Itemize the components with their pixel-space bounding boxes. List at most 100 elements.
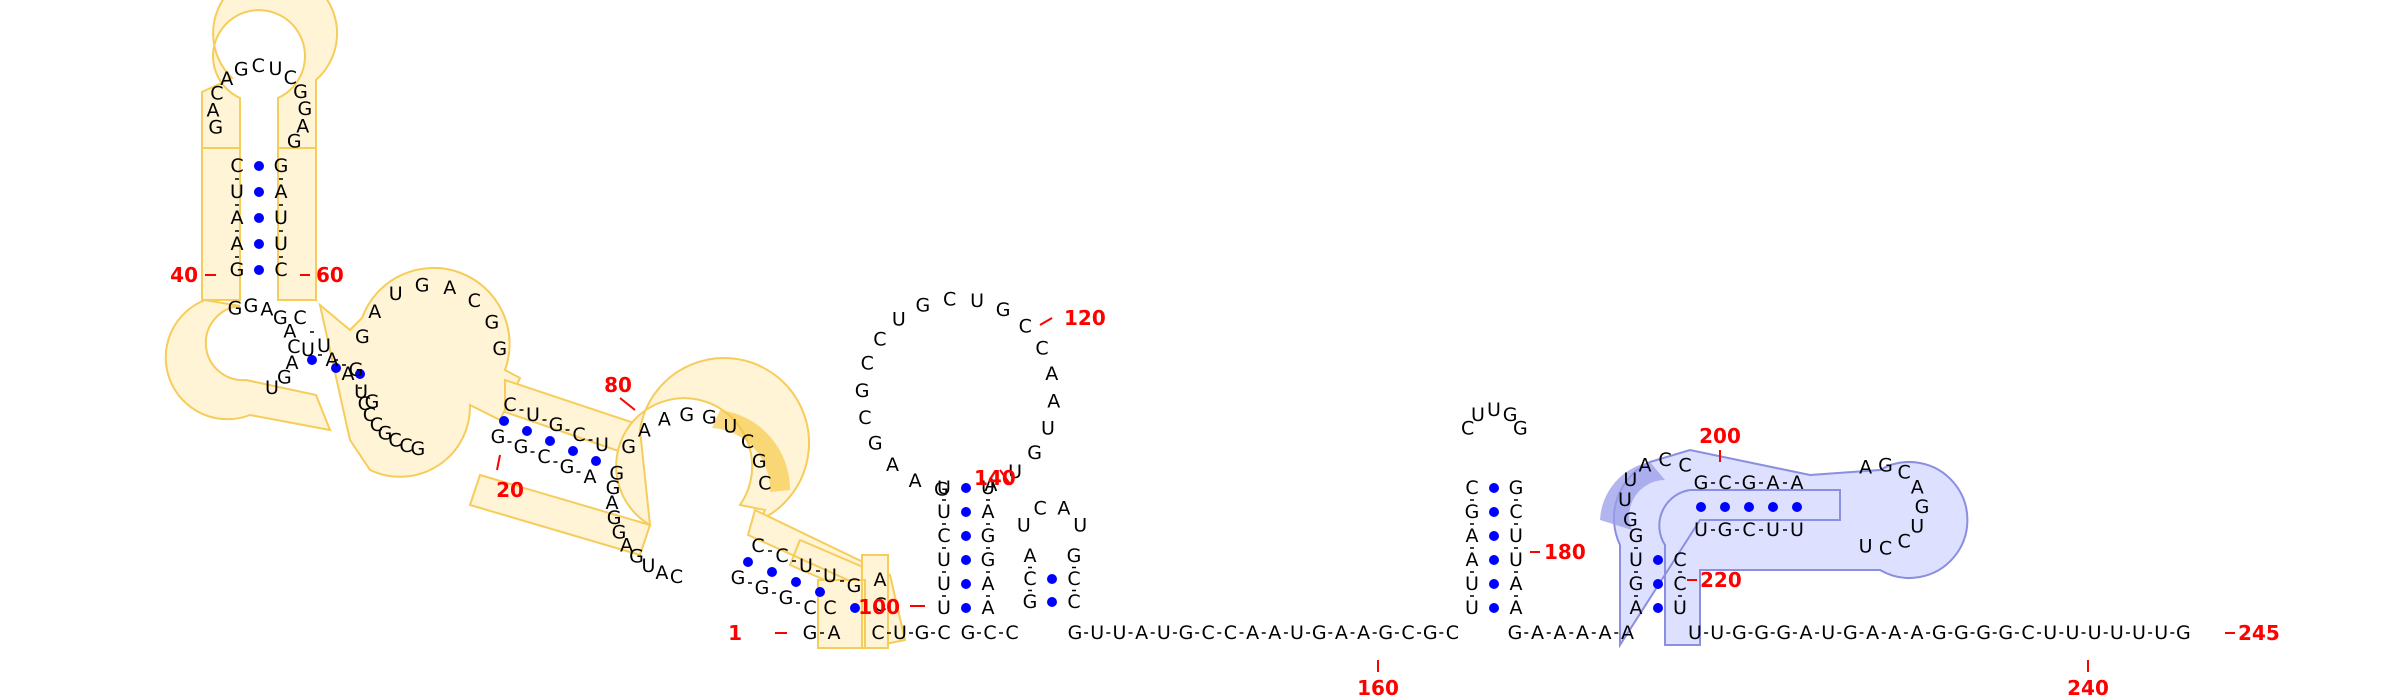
base-pair-dot	[1744, 502, 1754, 512]
nucleotide-stem: C	[1673, 549, 1686, 571]
nucleotide-stem: U	[301, 339, 315, 361]
nucleotide-loop: A	[285, 352, 298, 374]
nucleotide-stem: G	[981, 525, 996, 547]
yellow-interior-loop-outline	[318, 266, 522, 478]
nucleotide-stem: G	[349, 359, 364, 381]
base-pair-dot	[307, 355, 317, 365]
nucleotide-stem: C	[230, 155, 243, 177]
nucleotide-loop: A	[620, 534, 633, 556]
nucleotide-loop: U	[1487, 399, 1501, 421]
nucleotide-loop: A	[638, 419, 651, 441]
nucleotide-backbone: U	[893, 622, 907, 644]
nucleotide-stem: A	[1630, 597, 1643, 619]
nucleotide-stem: U	[1766, 519, 1780, 541]
nucleotide-backbone: A	[1599, 622, 1612, 644]
base-pair-dot	[545, 436, 555, 446]
nucleotide-loop: C	[873, 328, 886, 350]
nucleotide-loop: G	[1878, 454, 1893, 476]
nucleotide-stem: U	[799, 555, 813, 577]
nucleotide-backbone: G	[1732, 622, 1747, 644]
nucleotide-loop: C	[252, 55, 265, 77]
nucleotide-stem: G	[365, 391, 380, 413]
nucleotide-loop: A	[984, 474, 997, 496]
base-pair-dot	[1653, 579, 1663, 589]
nucleotide-loop: C	[1897, 530, 1910, 552]
nucleotide-backbone: U	[2065, 622, 2079, 644]
nucleotide-backbone: A	[828, 622, 841, 644]
base-pair-dot	[961, 579, 971, 589]
base-pair-dot	[961, 483, 971, 493]
nucleotide-stem: U	[274, 233, 288, 255]
nucleotide-loop: A	[260, 298, 273, 320]
nucleotide-loop: G	[492, 338, 507, 360]
nucleotide-backbone: G	[803, 622, 818, 644]
nucleotide-backbone: G	[961, 622, 976, 644]
nucleotide-backbone: A	[1357, 622, 1370, 644]
base-pair-dot	[1047, 597, 1057, 607]
position-label: 180	[1544, 540, 1586, 564]
nucleotide-loop: U	[389, 283, 403, 305]
nucleotide-stem: A	[1024, 545, 1037, 567]
base-pair-marks	[235, 161, 2175, 634]
nucleotide-stem: G	[560, 456, 575, 478]
position-label: 245	[2238, 621, 2280, 645]
base-pair-dot	[331, 363, 341, 373]
nucleotide-backbone: C	[1005, 622, 1018, 644]
nucleotide-stem: G	[1694, 472, 1709, 494]
nucleotide-loop: C	[468, 290, 481, 312]
nucleotide-loop: G	[277, 367, 292, 389]
nucleotide-loop: G	[208, 117, 223, 139]
nucleotide-loop: G	[612, 521, 627, 543]
nucleotide-stem: C	[937, 525, 950, 547]
base-pair-dot	[591, 456, 601, 466]
yellow-closing-stem-outline	[817, 554, 889, 649]
base-pair-dot	[1489, 603, 1499, 613]
nucleotide-backbone: G	[1378, 622, 1393, 644]
nucleotide-stem: A	[1767, 472, 1780, 494]
nucleotide-backbone: C	[937, 622, 950, 644]
nucleotide-stem: A	[1510, 597, 1523, 619]
position-tick	[999, 469, 1011, 485]
nucleotide-stem: G	[847, 575, 862, 597]
nucleotide-stem: G	[1629, 573, 1644, 595]
nucleotide-loop: U	[1471, 404, 1485, 426]
nucleotide-stem: G	[1023, 591, 1038, 613]
nucleotide-loop: U	[1623, 469, 1637, 491]
nucleotide-stem: G	[491, 426, 506, 448]
nucleotide-loop: C	[388, 430, 401, 452]
nucleotide-loop: C	[287, 336, 300, 358]
nucleotide-stem: U	[1629, 549, 1643, 571]
position-label: 60	[316, 263, 344, 287]
nucleotide-loop: A	[1859, 457, 1872, 479]
nucleotide-loop: G	[485, 311, 500, 333]
base-pair-dot	[1047, 574, 1057, 584]
nucleotide-loop: C	[861, 353, 874, 375]
nucleotide-stem: C	[1673, 573, 1686, 595]
nucleotide-loop: G	[273, 307, 288, 329]
nucleotide-backbone: U	[1290, 622, 1304, 644]
nucleotide-loop: G	[228, 298, 243, 320]
position-label: 20	[496, 478, 524, 502]
nucleotide-backbone: G	[1998, 622, 2013, 644]
nucleotide-loop: G	[868, 433, 883, 455]
nucleotide-loop: A	[886, 454, 899, 476]
nucleotide-stem: U	[526, 404, 540, 426]
nucleotide-loop: G	[378, 423, 393, 445]
nucleotide-loop: C	[1461, 417, 1474, 439]
nucleotide-stem: C	[1718, 472, 1731, 494]
base-pair-dot	[791, 577, 801, 587]
base-pair-dot	[254, 161, 264, 171]
nucleotide-backbone: U	[1112, 622, 1126, 644]
nucleotide-loop: U	[354, 381, 368, 403]
nucleotide-loop: C	[370, 414, 383, 436]
nucleotide-loop: C	[943, 288, 956, 310]
nucleotide-loop: G	[244, 295, 259, 317]
position-label: 40	[170, 263, 198, 287]
nucleotide-loop: U	[1910, 515, 1924, 537]
nucleotide: A	[874, 569, 887, 591]
nucleotide-stem: A	[342, 363, 355, 385]
nucleotide-loop: G	[293, 81, 308, 103]
nucleotide-stem: G	[1067, 545, 1082, 567]
nucleotide-backbone: G	[1932, 622, 1947, 644]
nucleotide-loop: A	[606, 492, 619, 514]
